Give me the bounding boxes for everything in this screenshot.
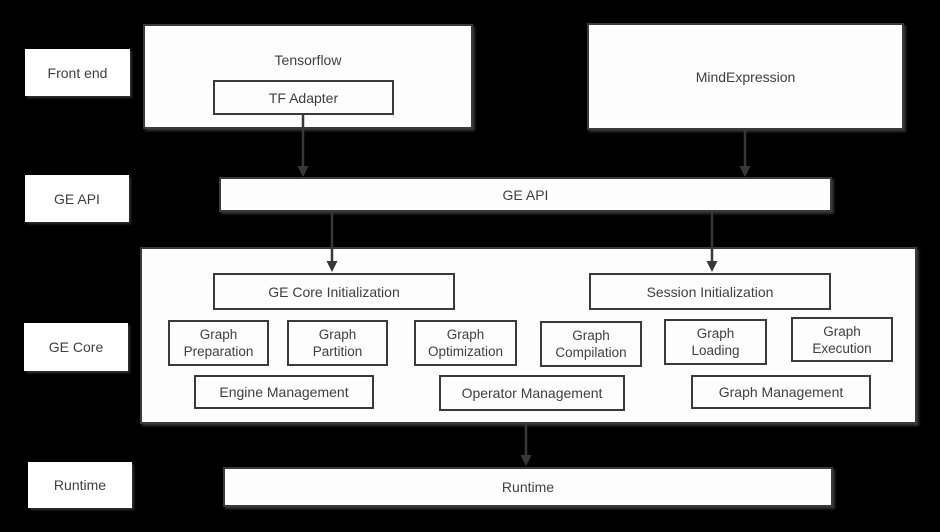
ge-api-bar: GE API [219,177,832,212]
row-label-ge-api: GE API [25,175,129,222]
ge-core-initialization-box: GE Core Initialization [213,273,455,310]
graph-execution-box: Graph Execution [791,317,893,362]
graph-compilation-box: Graph Compilation [540,321,642,367]
tf-adapter-box: TF Adapter [213,80,394,115]
operator-management-box: Operator Management [439,375,625,411]
tensorflow-box: Tensorflow TF Adapter [143,24,473,129]
ge-core-box: GE Core Initialization Session Initializ… [140,247,917,424]
session-initialization-box: Session Initialization [589,273,831,310]
mindexpression-box: MindExpression [587,23,904,130]
arrow-mindexpression-to-ge-api [739,130,751,177]
tensorflow-title: Tensorflow [274,52,342,68]
graph-optimization-box: Graph Optimization [414,320,517,366]
graph-preparation-box: Graph Preparation [168,320,269,366]
graph-management-box: Graph Management [691,375,871,409]
graph-loading-box: Graph Loading [664,319,767,365]
row-label-runtime: Runtime [28,462,132,508]
engine-management-box: Engine Management [194,375,374,409]
runtime-bar: Runtime [223,467,833,507]
row-label-front-end: Front end [25,49,130,96]
arrow-ge-core-to-runtime [520,424,532,466]
row-label-ge-core: GE Core [24,323,128,371]
graph-partition-box: Graph Partition [287,320,388,366]
